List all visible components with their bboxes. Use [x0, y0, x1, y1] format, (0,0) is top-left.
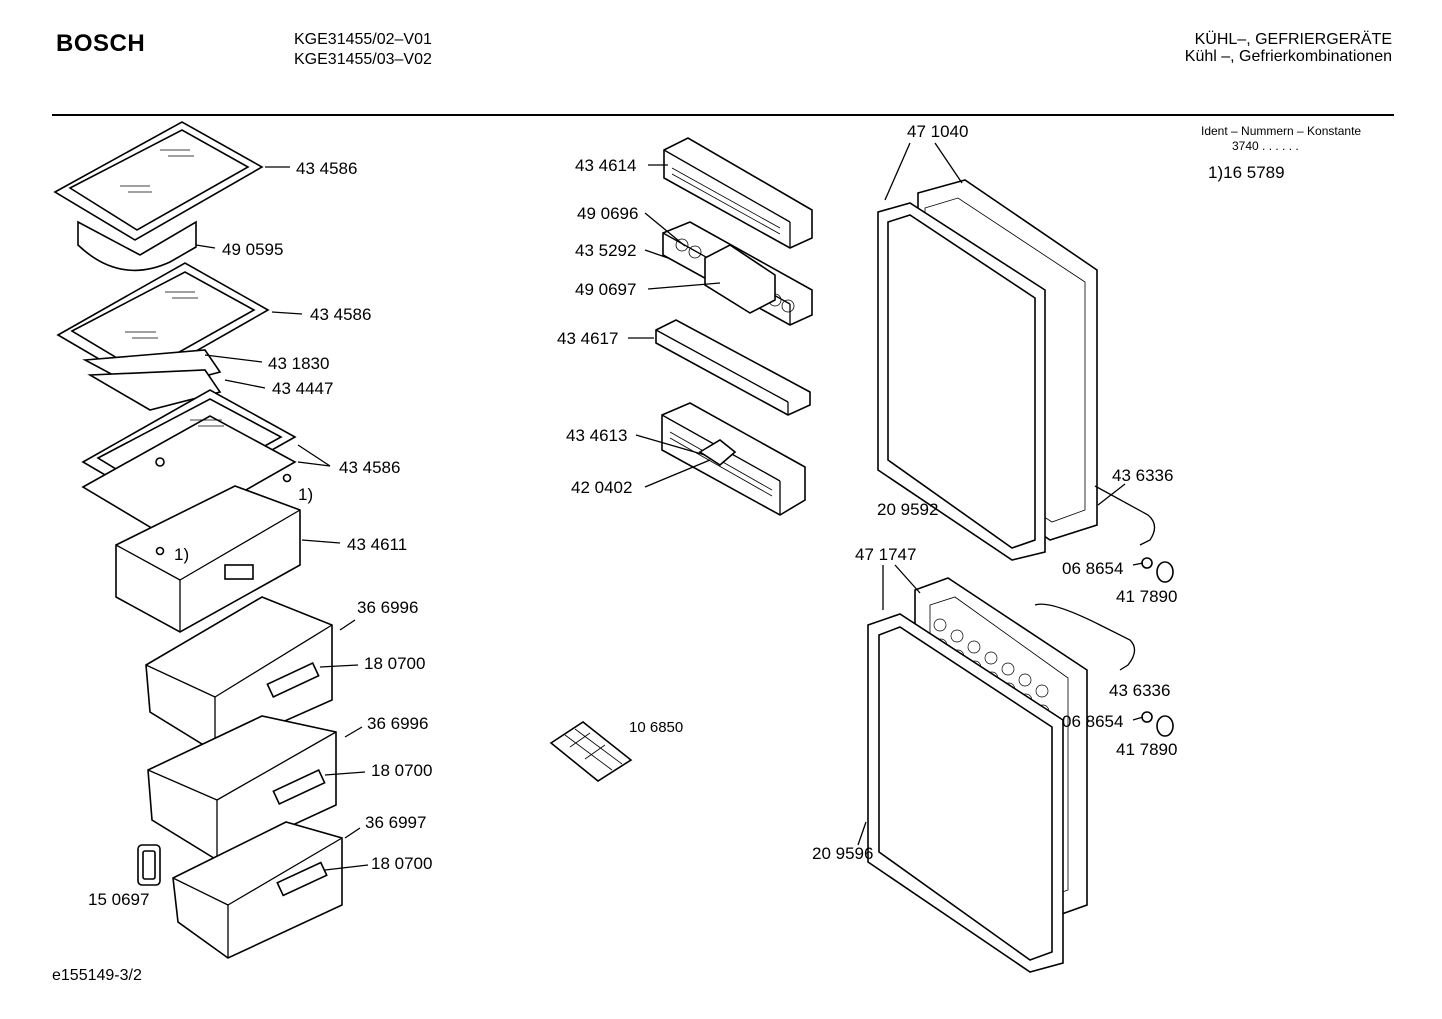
- part-label: 41 7890: [1116, 587, 1178, 606]
- part-label: 43 4586: [296, 159, 358, 178]
- part-label: 43 6336: [1112, 466, 1174, 485]
- part-label: 18 0700: [371, 761, 433, 780]
- ident-values: 3740 . . . . . .: [1232, 139, 1299, 153]
- part-label: 49 0696: [577, 204, 639, 223]
- drawer-clip: [137, 844, 161, 886]
- model-number-1: KGE31455/02–V01: [294, 31, 432, 48]
- part-label: 36 6996: [357, 598, 419, 617]
- brand-logo: BOSCH: [56, 30, 146, 57]
- part-label: 41 7890: [1116, 740, 1178, 759]
- category-title: KÜHL–, GEFRIERGERÄTE: [1194, 31, 1392, 48]
- part-label: 15 0697: [88, 890, 150, 909]
- door-handle-top: [1094, 485, 1156, 546]
- part-label: 43 4617: [557, 329, 619, 348]
- part-label: 42 0402: [571, 478, 633, 497]
- glass-shelf-lower: [81, 389, 297, 537]
- part-label: 20 9592: [877, 500, 939, 519]
- glass-shelf-top: [53, 121, 264, 241]
- leader-lines: [195, 142, 1144, 871]
- model-number-2: KGE31455/03–V02: [294, 51, 432, 68]
- part-label: 43 5292: [575, 241, 637, 260]
- door-rack-top: [663, 137, 813, 249]
- fridge-door-gasket: [877, 202, 1046, 561]
- part-label: 43 4611: [347, 535, 408, 554]
- part-label: 43 6336: [1109, 681, 1171, 700]
- crisper-drawer-cover: [115, 473, 301, 633]
- part-label: 47 1747: [855, 545, 917, 564]
- door-rack-bottom: [661, 402, 806, 516]
- ident-part-number: 1)16 5789: [1208, 163, 1285, 182]
- door-dimple: [1035, 684, 1049, 698]
- ident-heading: Ident – Nummern – Konstante: [1201, 124, 1362, 138]
- part-label: 18 0700: [364, 654, 426, 673]
- part-label: 43 4586: [339, 458, 401, 477]
- ice-cube-tray: [549, 721, 633, 782]
- screw-and-cap-top: [1141, 557, 1174, 583]
- screw-and-cap-bottom: [1141, 711, 1174, 737]
- part-label: 20 9596: [812, 844, 874, 863]
- part-label: 36 6997: [365, 813, 427, 832]
- part-label: 49 0595: [222, 240, 284, 259]
- category-subtitle: Kühl –, Gefrierkombinationen: [1184, 48, 1392, 65]
- part-label: 49 0697: [575, 280, 637, 299]
- egg-tray-lid: [704, 244, 776, 314]
- shelf-frame-parts: [82, 349, 222, 411]
- part-label: 43 4614: [575, 156, 637, 175]
- shelf-bottle-holder: [77, 220, 197, 272]
- door-handle-bottom: [1034, 603, 1136, 671]
- part-label: 18 0700: [371, 854, 433, 873]
- footnote-marker: 1): [174, 545, 190, 564]
- vegetable-drawer-3: [172, 821, 343, 959]
- door-dimple: [967, 640, 981, 654]
- part-label: 43 4447: [272, 379, 334, 398]
- part-label: 43 4613: [566, 426, 628, 445]
- part-label: 10 6850: [629, 719, 684, 736]
- part-label: 06 8654: [1062, 559, 1124, 578]
- part-label: 36 6996: [367, 714, 429, 733]
- header-divider: [52, 114, 1394, 116]
- door-dimple: [984, 651, 998, 665]
- door-dimple: [933, 618, 947, 632]
- door-rack-small: [655, 319, 811, 416]
- door-dimple: [1001, 662, 1015, 676]
- diagram-id: e155149-3/2: [52, 967, 142, 984]
- part-label: 06 8654: [1062, 712, 1124, 731]
- door-dimple: [950, 629, 964, 643]
- part-label: 43 1830: [268, 354, 330, 373]
- freezer-door-gasket: [867, 613, 1064, 973]
- vegetable-drawer-1: [145, 596, 333, 753]
- footnote-marker: 1): [298, 485, 314, 504]
- part-label: 43 4586: [310, 305, 372, 324]
- door-dimple: [1018, 673, 1032, 687]
- part-label: 47 1040: [907, 122, 969, 141]
